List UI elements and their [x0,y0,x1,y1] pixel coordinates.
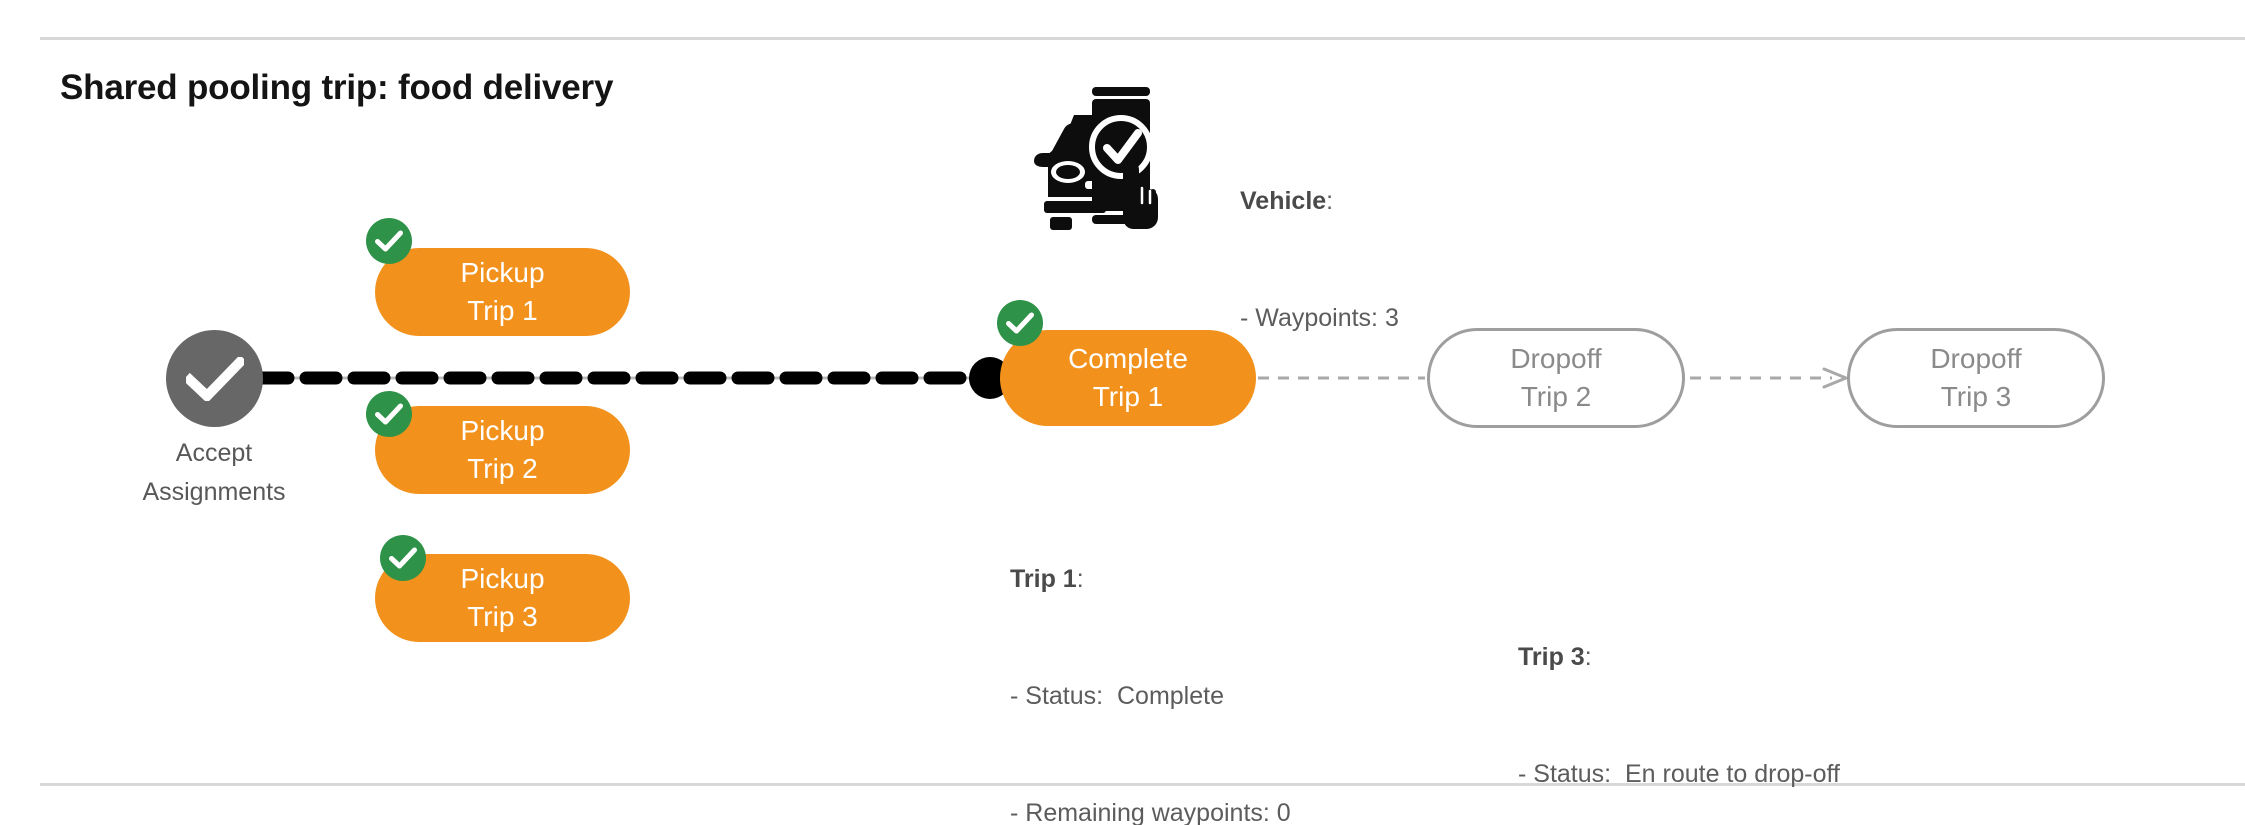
node-pickup-trip-3-line-1: Pickup [460,563,545,594]
car-phone-check-icon [1030,85,1170,230]
node-complete-trip-1-line-1: Complete [1068,343,1188,374]
vehicle-waypoints-line: - Waypoints: 3 [1240,304,1399,332]
bottom-divider [40,783,2245,786]
vehicle-heading-text: Vehicle [1240,187,1327,215]
node-dropoff-trip-2[interactable]: Dropoff Trip 2 [1427,328,1685,428]
checkmark-glyph [389,547,417,569]
node-pickup-trip-2[interactable]: Pickup Trip 2 [375,406,630,494]
node-pickup-trip-1-line-1: Pickup [460,257,545,288]
node-dropoff-trip-2-line-2: Trip 2 [1520,381,1592,412]
check-badge-icon-complete-trip-1 [997,300,1043,346]
trip-details-left-block: Trip 1: - Status: Complete - Remaining w… [1010,482,1332,825]
node-dropoff-trip-3[interactable]: Dropoff Trip 3 [1847,328,2105,428]
check-circle-icon [166,330,263,427]
check-badge-icon-pickup-trip-2 [366,391,412,437]
node-pickup-trip-2-line-2: Trip 2 [467,453,538,484]
trip-3-status-line: - Status: En route to drop-off [1518,760,1840,788]
accept-label-line-2: Assignments [142,478,286,506]
node-pickup-trip-3-line-2: Trip 3 [467,601,538,632]
node-pickup-trip-1-line-2: Trip 1 [467,295,538,326]
node-accept-assignments[interactable]: Accept Assignments [142,330,286,506]
node-accept-assignments-label: Accept Assignments [114,434,314,512]
trip-3-heading: Trip 3: [1518,638,1840,677]
trip-1-waypoints-line: - Remaining waypoints: 0 [1010,799,1291,825]
page-title: Shared pooling trip: food delivery [60,68,614,107]
trip-details-right-block: Trip 3: - Status: En route to drop-off -… [1518,560,1840,825]
checkmark-glyph [375,230,403,252]
checkmark-glyph [185,356,244,401]
node-complete-trip-1[interactable]: Complete Trip 1 [1000,330,1256,426]
trip-3-heading-text: Trip 3 [1518,643,1585,671]
trip-1-heading-text: Trip 1 [1010,565,1077,593]
accept-label-line-1: Accept [175,439,253,467]
vehicle-heading-suffix: : [1326,187,1334,215]
trip-1-status-line: - Status: Complete [1010,682,1224,710]
vehicle-info-block: Vehicle: - Waypoints: 3 [1240,104,1399,416]
node-dropoff-trip-3-line-1: Dropoff [1930,343,2022,374]
car-phone-check-glyph [1034,87,1158,230]
vehicle-info-heading: Vehicle: [1240,182,1399,221]
node-dropoff-trip-2-line-1: Dropoff [1510,343,1602,374]
trip-3-heading-suffix: : [1584,643,1592,671]
trip-1-heading: Trip 1: [1010,560,1332,599]
node-complete-trip-1-line-2: Trip 1 [1092,381,1164,412]
node-dropoff-trip-3-line-2: Trip 3 [1940,381,2012,412]
checkmark-glyph [375,403,403,425]
node-pickup-trip-1[interactable]: Pickup Trip 1 [375,248,630,336]
checkmark-glyph [1006,312,1034,334]
trip-1-heading-suffix: : [1076,565,1084,593]
check-badge-icon-pickup-trip-3 [380,535,426,581]
check-badge-icon-pickup-trip-1 [366,218,412,264]
node-pickup-trip-2-line-1: Pickup [460,415,545,446]
top-divider [40,37,2245,40]
